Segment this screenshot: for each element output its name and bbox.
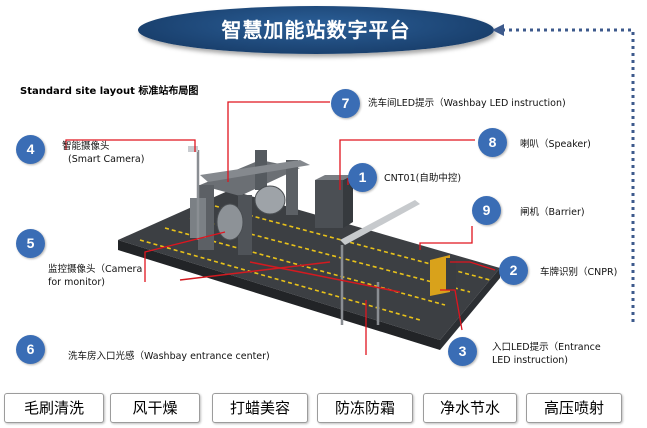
feature-brush-wash[interactable]: 毛刷清洗	[4, 393, 104, 423]
feature-high-pressure[interactable]: 高压喷射	[526, 393, 622, 423]
feature-air-dry[interactable]: 风干燥	[110, 393, 200, 423]
callout-label-cnt01: CNT01(自助中控)	[384, 173, 462, 184]
callout-badge-6: 6	[16, 335, 45, 364]
layout-title: Standard site layout 标准站布局图	[20, 86, 199, 97]
control-cabinet	[315, 175, 353, 228]
callout-label-smart-camera-en: (Smart Camera)	[68, 154, 145, 165]
callout-label-camera-monitor-line1: 监控摄像头（Camera	[48, 264, 143, 275]
dotted-connector-arrow	[500, 28, 635, 322]
callout-label-smart-camera-cn: 智能摄像头	[62, 141, 110, 152]
feature-wax-beauty[interactable]: 打蜡美容	[212, 393, 308, 423]
callout-label-entrance-led-line1: 入口LED提示（Entrance	[492, 342, 601, 353]
callout-label-washbay-led: 洗车间LED提示（Washbay LED instruction)	[368, 98, 566, 109]
smart-camera-icon	[188, 146, 198, 152]
barrier	[340, 200, 456, 296]
callout-label-barrier: 闸机（Barrier)	[520, 207, 585, 218]
callout-badge-7: 7	[331, 89, 360, 118]
callout-badge-8: 8	[478, 128, 507, 157]
callout-label-entrance-led-line2: LED instruction)	[492, 355, 569, 366]
feature-water-saving[interactable]: 净水节水	[423, 393, 517, 423]
callout-label-speaker: 喇叭（Speaker)	[520, 139, 591, 150]
callout-label-smart-camera: 智能摄像头 (Smart Camera)	[62, 140, 144, 166]
callout-label-cnpr: 车牌识别（CNPR)	[540, 267, 618, 278]
callout-badge-5: 5	[16, 229, 45, 258]
callout-badge-2: 2	[499, 256, 528, 285]
callout-badge-9: 9	[472, 196, 501, 225]
callout-label-washbay-entrance: 洗车房入口光感（Washbay entrance center)	[68, 351, 270, 362]
title-banner	[138, 6, 494, 54]
page-title: 智慧加能站数字平台	[221, 18, 411, 42]
camera-poles	[196, 150, 380, 325]
platform-side	[440, 268, 500, 350]
wash-gantry	[190, 150, 310, 255]
callout-badge-3: 3	[448, 337, 477, 366]
platform-front	[118, 240, 440, 350]
leader-lines	[65, 101, 496, 355]
feature-anti-freeze[interactable]: 防冻防霜	[317, 393, 413, 423]
callout-label-camera-monitor-line2: for monitor)	[48, 277, 105, 288]
lane-red-lines	[179, 261, 401, 293]
callout-label-entrance-led: 入口LED提示（Entrance LED instruction)	[492, 341, 601, 367]
callout-label-camera-monitor: 监控摄像头（Camera for monitor)	[48, 263, 142, 289]
callout-badge-1: 1	[348, 163, 377, 192]
callout-badge-4: 4	[16, 135, 45, 164]
arrow-head-icon	[492, 24, 504, 36]
